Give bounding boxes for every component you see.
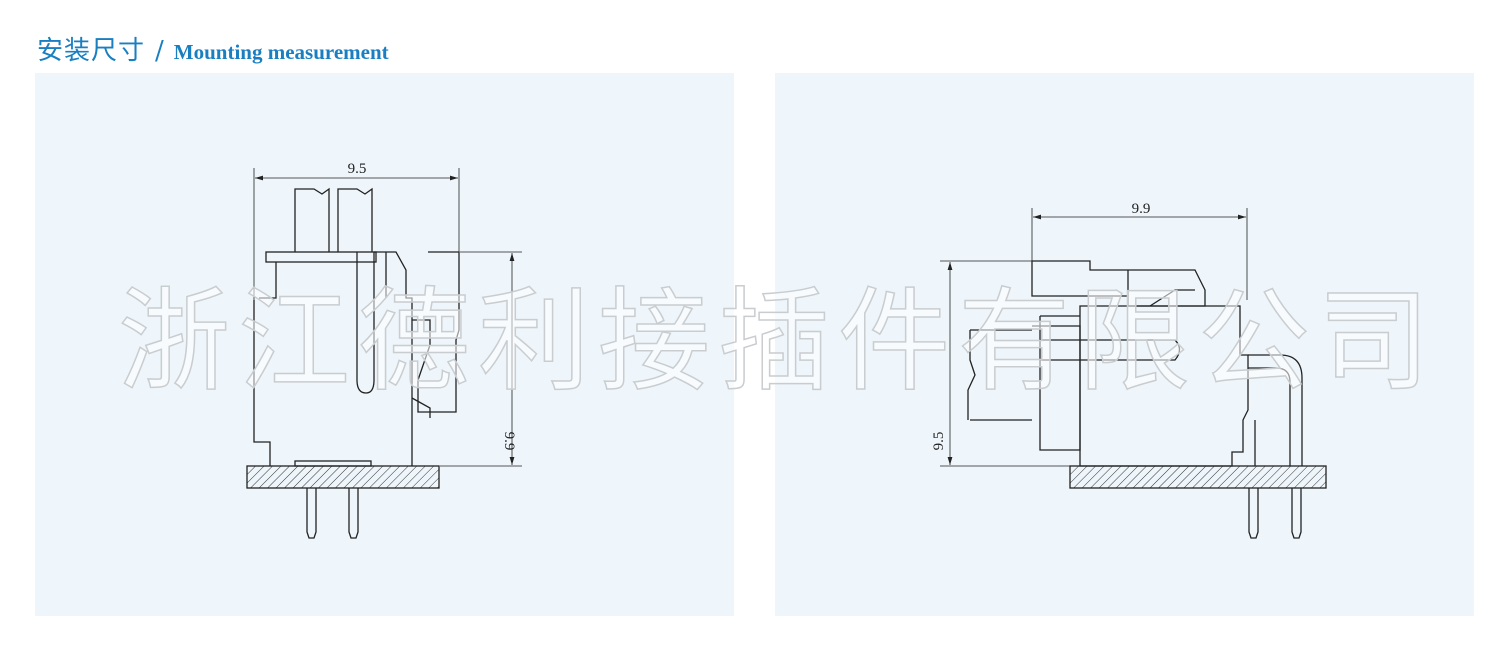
front-view-drawing: 9.5 9.9 (246, 161, 522, 539)
title-en: Mounting measurement (173, 40, 389, 64)
width-dimension-label: 9.5 (348, 161, 367, 177)
width-dimension-label: 9.9 (1132, 201, 1151, 217)
front-view-panel: 9.5 9.9 (35, 73, 734, 616)
height-dimension-label: 9.5 (931, 432, 947, 451)
title-separator: / (155, 36, 164, 66)
section-title: 安装尺寸 / Mounting measurement (37, 30, 389, 67)
side-view-drawing: 9.9 9.5 (931, 201, 1327, 539)
height-dimension-label: 9.9 (501, 432, 517, 451)
title-cn: 安装尺寸 (37, 36, 146, 66)
side-view-panel: 9.9 9.5 (775, 73, 1474, 616)
